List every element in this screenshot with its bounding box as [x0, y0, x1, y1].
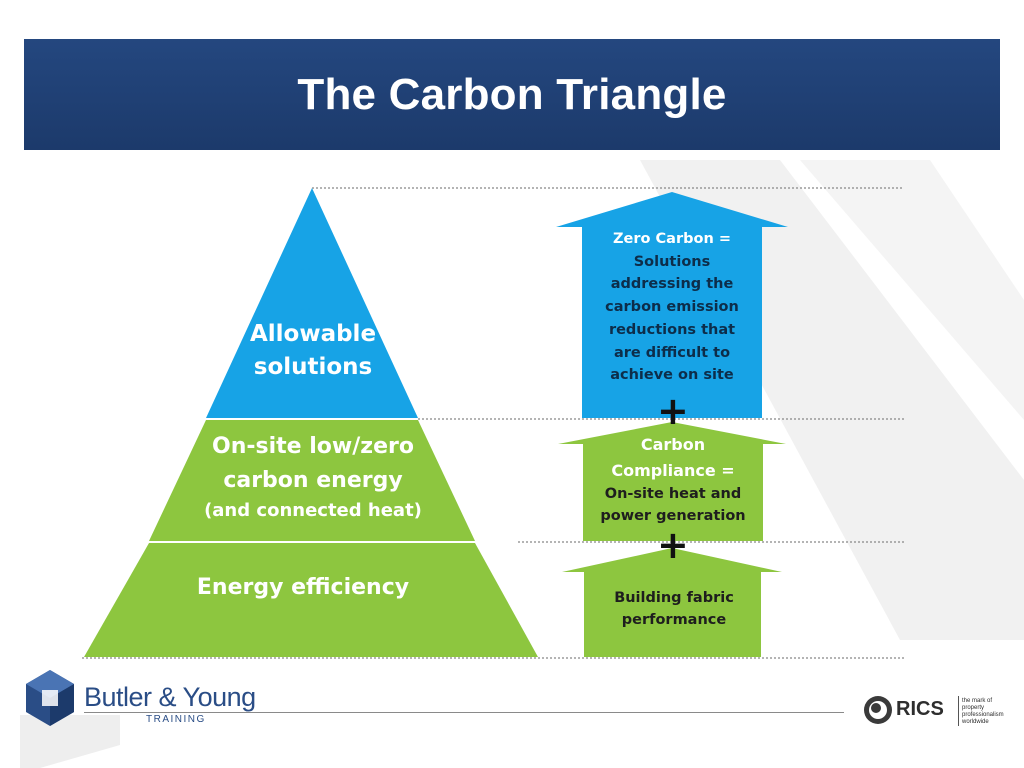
- label-onsite-sub: (and connected heat): [204, 500, 422, 521]
- brand-name: Butler & Young: [84, 682, 256, 712]
- label-onsite-line-2: carbon energy: [223, 468, 403, 493]
- rics-tagline-4: worldwide: [962, 719, 989, 725]
- zero-carbon-line-5: reductions that: [608, 321, 736, 338]
- building-fabric-line-2: performance: [621, 612, 727, 628]
- triangle-bottom-tier: [84, 543, 538, 657]
- carbon-compliance-line-2: Compliance =: [611, 461, 735, 480]
- rics-divider: [958, 696, 959, 726]
- rics-logo: RICS the mark of property professionalis…: [862, 690, 1022, 734]
- label-zero-carbon: Zero Carbon = Solutions addressing the c…: [578, 228, 766, 387]
- rics-tagline: the mark of property professionalism wor…: [962, 698, 1018, 726]
- label-carbon-compliance-body: On-site heat and power generation: [583, 483, 763, 527]
- carbon-triangle-diagram: Allowable solutions On-site low/zero car…: [78, 160, 910, 665]
- diagram-shapes: [82, 187, 904, 659]
- carbon-compliance-body-2: power generation: [600, 508, 746, 524]
- arrow-middle: [558, 422, 786, 541]
- rics-wordmark: RICS: [896, 698, 944, 720]
- plus-sign-lower: +: [657, 523, 689, 567]
- title-bar: The Carbon Triangle: [24, 39, 1000, 150]
- label-allowable-line-2: solutions: [253, 354, 373, 380]
- label-allowable-line-1: Allowable: [249, 321, 377, 347]
- arrow-bottom: [562, 548, 782, 657]
- zero-carbon-line-3: addressing the: [610, 276, 734, 293]
- building-fabric-line-1: Building fabric: [614, 590, 734, 606]
- zero-carbon-line-2: Solutions: [633, 253, 711, 270]
- label-allowable-solutions: Allowable solutions: [208, 318, 418, 384]
- slide-title: The Carbon Triangle: [297, 69, 727, 119]
- carbon-compliance-body-1: On-site heat and: [604, 486, 742, 502]
- rics-tagline-3: professionalism: [962, 712, 1004, 718]
- carbon-compliance-line-1: Carbon: [640, 435, 706, 454]
- plus-sign-upper: +: [657, 389, 689, 433]
- zero-carbon-line-7: achieve on site: [610, 367, 734, 384]
- brand-subtitle: TRAINING: [146, 714, 206, 725]
- zero-carbon-line-1: Zero Carbon =: [613, 231, 731, 247]
- zero-carbon-line-6: are difficult to: [613, 344, 731, 361]
- triangle-top-tier: [206, 188, 418, 418]
- footer-divider: [84, 712, 844, 713]
- label-carbon-compliance-title: Carbon Compliance =: [583, 432, 763, 484]
- label-building-fabric: Building fabric performance: [584, 587, 764, 631]
- arrow-top: [556, 192, 788, 418]
- triangle-middle-tier: [149, 420, 475, 541]
- rics-tagline-2: property: [962, 705, 985, 711]
- zero-carbon-line-4: carbon emission: [605, 299, 739, 316]
- butler-young-cube-icon: [26, 670, 74, 726]
- rics-tagline-1: the mark of: [962, 698, 993, 704]
- label-energy-efficiency: Energy efficiency: [196, 575, 410, 600]
- label-onsite-line-1: On-site low/zero: [212, 434, 414, 459]
- label-onsite-energy: On-site low/zero carbon energy (and conn…: [168, 430, 458, 524]
- rics-lion-icon: [864, 696, 892, 724]
